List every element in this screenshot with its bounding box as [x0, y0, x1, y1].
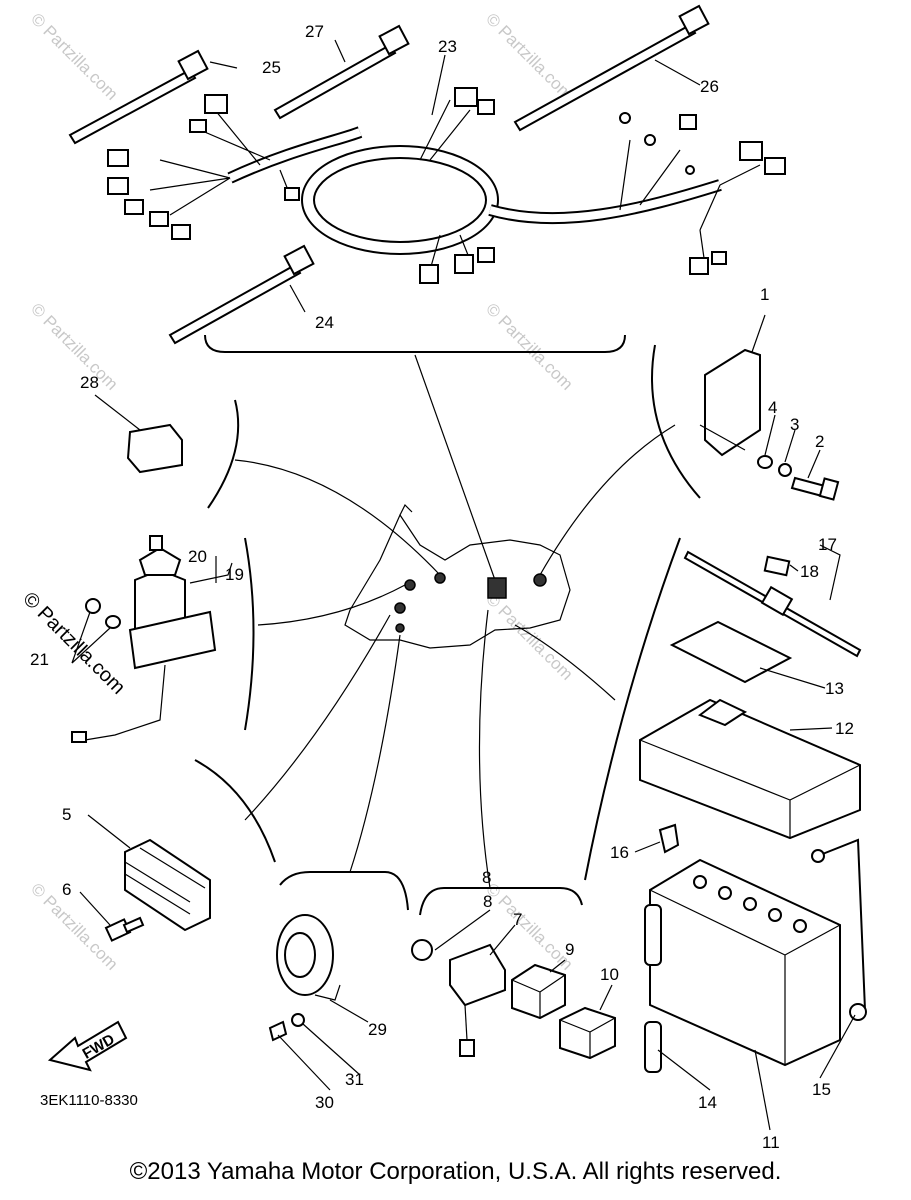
- watermark-left: © Partzilla.com: [18, 588, 129, 699]
- callout-6: 6: [62, 880, 71, 899]
- part-4-washer: [757, 455, 773, 469]
- part-13-pad: [669, 620, 793, 684]
- callout-9: 9: [565, 940, 574, 959]
- part-29-horn: [276, 914, 341, 1001]
- callout-17: 17: [818, 535, 837, 554]
- callout-4: 4: [768, 398, 777, 417]
- callout-21: 21: [30, 650, 49, 669]
- callout-8-top: 8: [483, 892, 492, 911]
- wire-harness: [107, 87, 786, 284]
- fwd-arrow: FWD: [47, 1020, 128, 1072]
- callout-20: 20: [188, 547, 207, 566]
- callout-11: 11: [762, 1133, 780, 1152]
- callout-28: 28: [80, 373, 99, 392]
- part-18: [763, 555, 791, 577]
- callout-27: 27: [305, 22, 324, 41]
- part-7-switch: [449, 943, 506, 1057]
- part-10-relay: [559, 1006, 616, 1060]
- callout-26: 26: [700, 77, 719, 96]
- part-5-regulator: [124, 838, 211, 932]
- cable-tie-27: [273, 24, 410, 120]
- callout-1: 1: [760, 285, 769, 304]
- callout-19: 19: [225, 565, 244, 584]
- callout-leaders: [71, 39, 856, 1131]
- callout-10: 10: [600, 965, 619, 984]
- callout-30: 30: [315, 1093, 334, 1112]
- callout-3: 3: [790, 415, 799, 434]
- part-19-main-switch: [71, 535, 217, 743]
- callout-29: 29: [368, 1020, 387, 1039]
- drawing-code: 3EK1110-8330: [40, 1092, 138, 1109]
- callout-15: 15: [812, 1080, 831, 1099]
- watermark: © Partzilla.com: [482, 9, 576, 103]
- callout-25: 25: [262, 58, 281, 77]
- watermark: © Partzilla.com: [482, 589, 576, 683]
- group-brackets: [194, 334, 701, 916]
- part-2-bolt: [790, 476, 840, 501]
- callout-18: 18: [800, 562, 819, 581]
- cable-tie-25: [68, 49, 209, 145]
- part-21-screw: [85, 598, 121, 629]
- callout-numbers: 25 27 23 26 24 28 1 4 3 2 20 19 21 17 18…: [30, 22, 854, 1152]
- cable-tie-26: [513, 4, 710, 132]
- part-17-battery-band: [683, 550, 862, 658]
- part-8-nut: [411, 939, 433, 961]
- part-14-breather: [644, 904, 662, 1073]
- part-31-washer: [291, 1013, 305, 1027]
- part-6-bolt: [104, 916, 145, 942]
- motorcycle-frame-outline: [344, 503, 571, 649]
- part-9-relay: [511, 963, 566, 1020]
- callout-7: 7: [513, 910, 522, 929]
- callout-31: 31: [345, 1070, 364, 1089]
- callout-23: 23: [438, 37, 457, 56]
- part-11-battery: [649, 858, 841, 1067]
- callout-2: 2: [815, 432, 824, 451]
- callout-12: 12: [835, 719, 854, 738]
- copyright-notice: ©2013 Yamaha Motor Corporation, U.S.A. A…: [129, 1158, 782, 1185]
- leader-lines: [234, 354, 676, 889]
- part-12-battery-cover: [639, 698, 861, 840]
- part-28: [126, 423, 183, 474]
- watermark: © Partzilla.com: [482, 299, 576, 393]
- watermark: © Partzilla.com: [27, 299, 121, 393]
- callout-5: 5: [62, 805, 71, 824]
- callout-8-bracket: 8: [482, 868, 491, 887]
- callout-14: 14: [698, 1093, 717, 1112]
- cable-tie-24: [168, 244, 315, 345]
- part-16: [658, 823, 680, 854]
- part-1-ignitor: [699, 348, 761, 457]
- part-3-washer: [778, 463, 792, 477]
- callout-16: 16: [610, 843, 629, 862]
- callout-13: 13: [825, 679, 844, 698]
- part-30-bolt: [268, 1020, 288, 1042]
- callout-24: 24: [315, 313, 334, 332]
- watermark: © Partzilla.com: [27, 9, 121, 103]
